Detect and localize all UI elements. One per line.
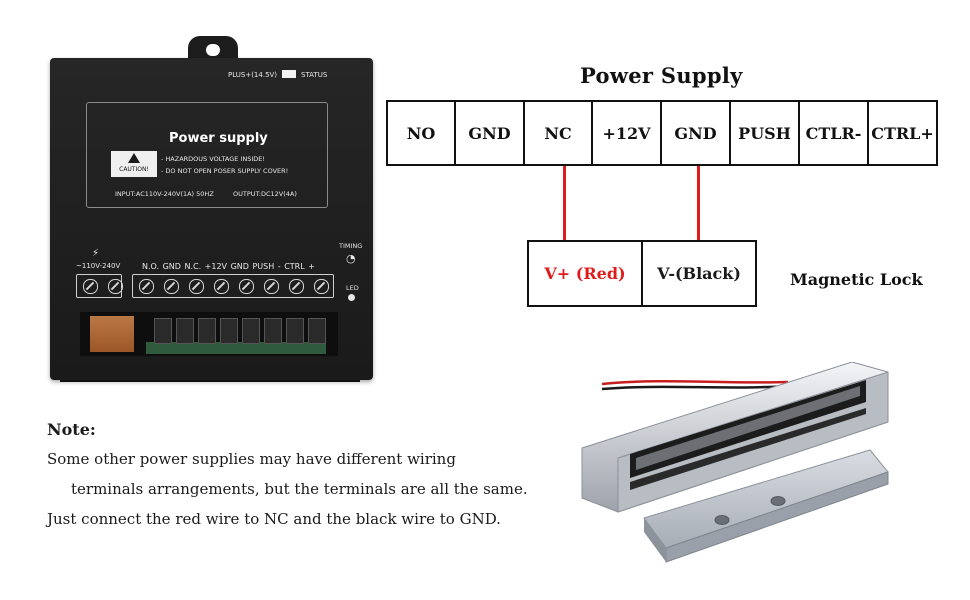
terminal-ctlr-minus: CTLR- <box>798 100 869 166</box>
terminal-screw <box>176 318 194 344</box>
status-label: STATUS <box>301 71 328 79</box>
magnetic-lock-terminal-row: V+ (Red) V-(Black) <box>527 240 757 307</box>
ac-input-terminal-strip <box>76 274 123 298</box>
terminal-no: NO <box>386 100 456 166</box>
note-line-1: Some other power supplies may have diffe… <box>47 450 456 468</box>
terminal-ctrl-plus: CTRL+ <box>867 100 938 166</box>
led-indicator <box>348 294 355 301</box>
screw-icon <box>239 278 254 294</box>
screw-icon <box>214 278 229 294</box>
lightning-bolt-icon: ⚡ <box>92 248 100 259</box>
red-wire-nc <box>563 166 566 242</box>
led-label: LED <box>346 284 359 292</box>
terminal-screw <box>242 318 260 344</box>
terminal-push: PUSH <box>729 100 800 166</box>
note-heading: Note: <box>47 420 96 439</box>
warning-triangle-icon <box>128 153 140 163</box>
screw-icon <box>83 278 98 294</box>
input-voltage-label: ~110V-240V <box>76 262 121 270</box>
screw-icon <box>139 278 154 294</box>
screw-icon <box>108 278 123 294</box>
magnetic-lock-image <box>581 362 889 563</box>
note-line-3: Just connect the red wire to NC and the … <box>47 510 501 528</box>
magnetic-lock-label: Magnetic Lock <box>790 270 923 289</box>
timer-dial-icon: ◔ <box>346 252 356 265</box>
note-line-2: terminals arrangements, but the terminal… <box>71 480 528 498</box>
red-wire-gnd <box>697 166 700 242</box>
electromagnet-body <box>581 362 889 513</box>
screw-icon <box>264 278 279 294</box>
lock-terminal-negative: V-(Black) <box>641 240 757 307</box>
mounting-hole <box>206 44 220 56</box>
power-supply-device: PLUS+(14.5V) STATUS Power supply CAUTION… <box>50 58 373 380</box>
device-title: Power supply <box>169 131 268 146</box>
plus-voltage-label: PLUS+(14.5V) <box>228 71 278 79</box>
terminal-nc: NC <box>523 100 593 166</box>
terminal-screw <box>198 318 216 344</box>
terminal-labels: N.O. GND N.C. +12V GND PUSH - CTRL + <box>142 262 315 271</box>
lock-cable <box>601 380 789 391</box>
output-spec: OUTPUT:DC12V(4A) <box>233 190 297 198</box>
screw-icon <box>189 278 204 294</box>
terminal-screw <box>308 318 326 344</box>
armature-plate <box>643 449 889 563</box>
warning-line-1: - HAZARDOUS VOLTAGE INSIDE! <box>161 155 265 163</box>
terminal-plus-12v: +12V <box>591 100 662 166</box>
terminal-gnd-1: GND <box>454 100 525 166</box>
terminal-screw <box>264 318 282 344</box>
output-terminal-strip <box>132 274 334 298</box>
terminal-screw <box>286 318 304 344</box>
input-spec: INPUT:AC110V-240V(1A) 50HZ <box>115 190 214 198</box>
terminal-block-connector <box>80 312 338 356</box>
screw-icon <box>289 278 304 294</box>
terminal-screw <box>154 318 172 344</box>
terminal-gnd-2: GND <box>660 100 731 166</box>
ac-terminal-block <box>90 316 134 352</box>
power-supply-terminal-row: NO GND NC +12V GND PUSH CTLR- CTRL+ <box>386 100 938 166</box>
lock-terminal-positive: V+ (Red) <box>527 240 643 307</box>
diagram-title: Power Supply <box>580 63 743 88</box>
screw-icon <box>314 278 329 294</box>
timing-label: TIMING <box>339 242 363 250</box>
caution-sticker: CAUTION! <box>111 151 157 177</box>
voltage-switch <box>282 70 296 78</box>
dc-terminal-block <box>146 342 326 354</box>
terminal-screw <box>220 318 238 344</box>
warning-line-2: - DO NOT OPEN POSER SUPPLY COVER! <box>161 167 289 175</box>
screw-icon <box>164 278 179 294</box>
device-label-panel: Power supply CAUTION! - HAZARDOUS VOLTAG… <box>86 102 328 208</box>
caution-text: CAUTION! <box>119 166 149 173</box>
